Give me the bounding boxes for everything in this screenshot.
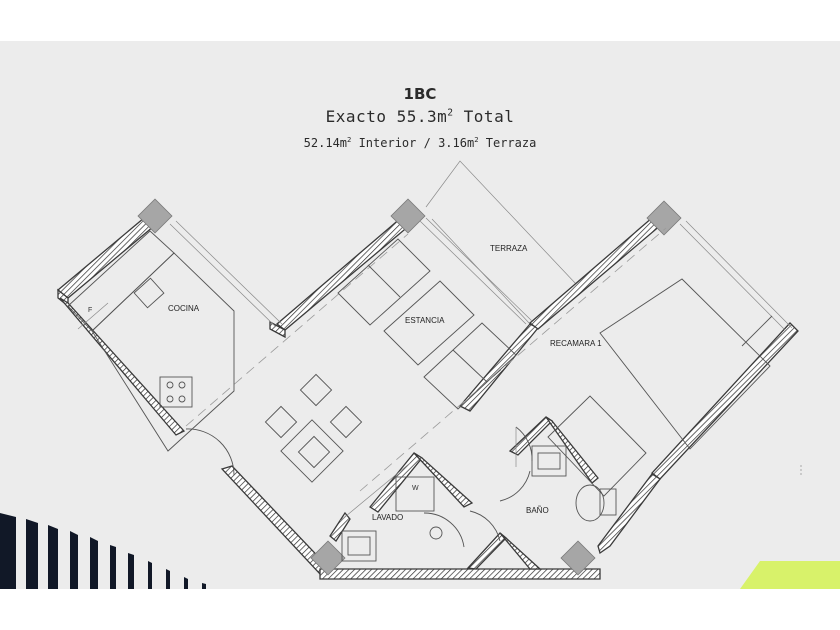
room-label-cocina: COCINA — [168, 304, 200, 313]
structural-columns — [137, 198, 682, 576]
total-area: Exacto 55.3m2 Total — [0, 107, 840, 126]
area-breakdown: 52.14m2 Interior / 3.16m2 Terraza — [0, 136, 840, 150]
fridge-marker: F — [88, 307, 92, 314]
total-area-value: Exacto 55.3m — [325, 107, 448, 126]
room-label-terraza: TERRAZA — [490, 244, 528, 253]
windows — [169, 217, 793, 522]
bedroom-furniture — [515, 278, 773, 497]
terrace-area-label: Terraza — [478, 136, 537, 150]
living-furniture — [337, 238, 517, 410]
exterior-walls — [56, 210, 799, 580]
interior-area-label: Interior / — [351, 136, 439, 150]
decorative-bars — [0, 513, 206, 589]
room-label-recamara: RECAMARA 1 — [550, 339, 602, 348]
laundry-fixtures — [341, 476, 465, 562]
interior-area-value: 52.14m — [303, 136, 348, 150]
interior-area-sup: 2 — [347, 135, 352, 144]
terrace-area-sup: 2 — [474, 135, 479, 144]
dining-set — [264, 373, 363, 483]
total-area-sup: 2 — [447, 107, 454, 119]
room-label-bano: BAÑO — [526, 506, 549, 515]
washer-marker: W — [412, 485, 419, 492]
accent-shape — [740, 561, 840, 589]
floor-plan-sheet: COCINA ESTANCIA TERRAZA RECAMARA 1 BAÑO … — [0, 41, 840, 589]
room-label-lavado: LAVADO — [372, 513, 403, 522]
room-label-estancia: ESTANCIA — [405, 316, 445, 325]
unit-code: 1BC — [403, 85, 437, 103]
terrace-area-value: 3.16m — [438, 136, 475, 150]
total-area-label: Total — [453, 107, 515, 126]
bathroom-fixtures — [469, 445, 617, 542]
floor-plan-drawing: COCINA ESTANCIA TERRAZA RECAMARA 1 BAÑO … — [0, 160, 840, 589]
kitchen-fixtures — [67, 230, 235, 476]
circulation-lines — [185, 227, 667, 492]
